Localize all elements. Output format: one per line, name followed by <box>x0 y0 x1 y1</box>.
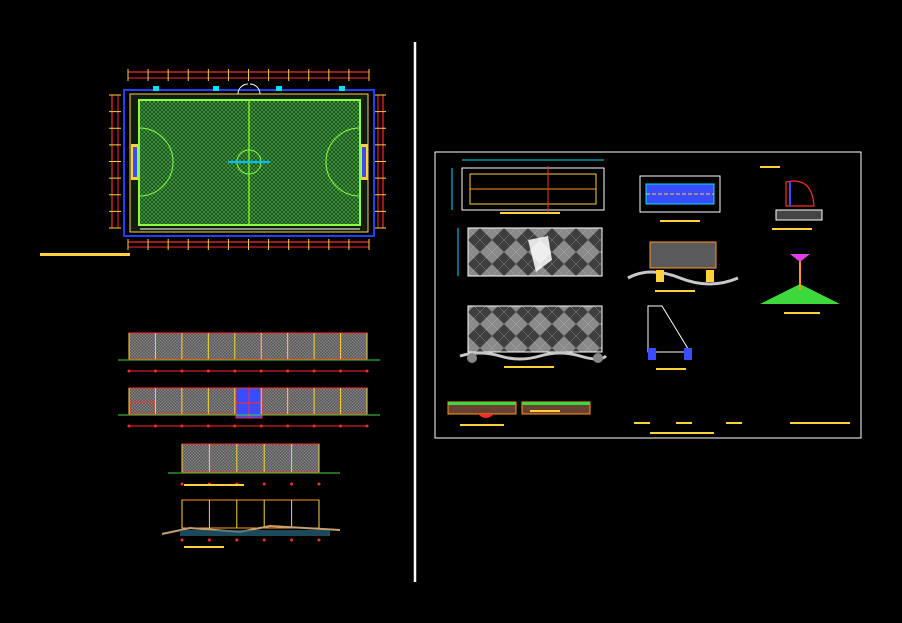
dimension-tick <box>235 538 239 542</box>
notes-block <box>634 422 850 434</box>
goal-net-elevation <box>457 227 603 277</box>
pavement-details <box>447 401 591 426</box>
dimension-tick <box>180 538 184 542</box>
dimension-tick <box>180 482 184 486</box>
goal-side-elevation <box>459 305 608 368</box>
fence-section <box>161 499 341 548</box>
dimension-tick <box>317 538 321 542</box>
post-section-detail <box>639 175 721 222</box>
dimension-tick <box>290 482 294 486</box>
mound-detail <box>760 254 840 314</box>
corner-detail <box>760 166 823 230</box>
dimension-tick <box>262 538 266 542</box>
dimension-tick <box>317 482 321 486</box>
post-bracket-detail <box>647 305 692 370</box>
detail-sheet <box>434 151 862 439</box>
foundation-detail <box>627 241 739 292</box>
fence-elevation-3 <box>168 443 340 486</box>
fence-elevation-1 <box>118 332 380 373</box>
goal-front-elevation <box>451 159 605 214</box>
court-plan <box>40 69 386 256</box>
fence-elevation-2 <box>118 387 380 428</box>
dimension-tick <box>262 482 266 486</box>
dimension-tick <box>290 538 294 542</box>
dimension-tick <box>207 538 211 542</box>
